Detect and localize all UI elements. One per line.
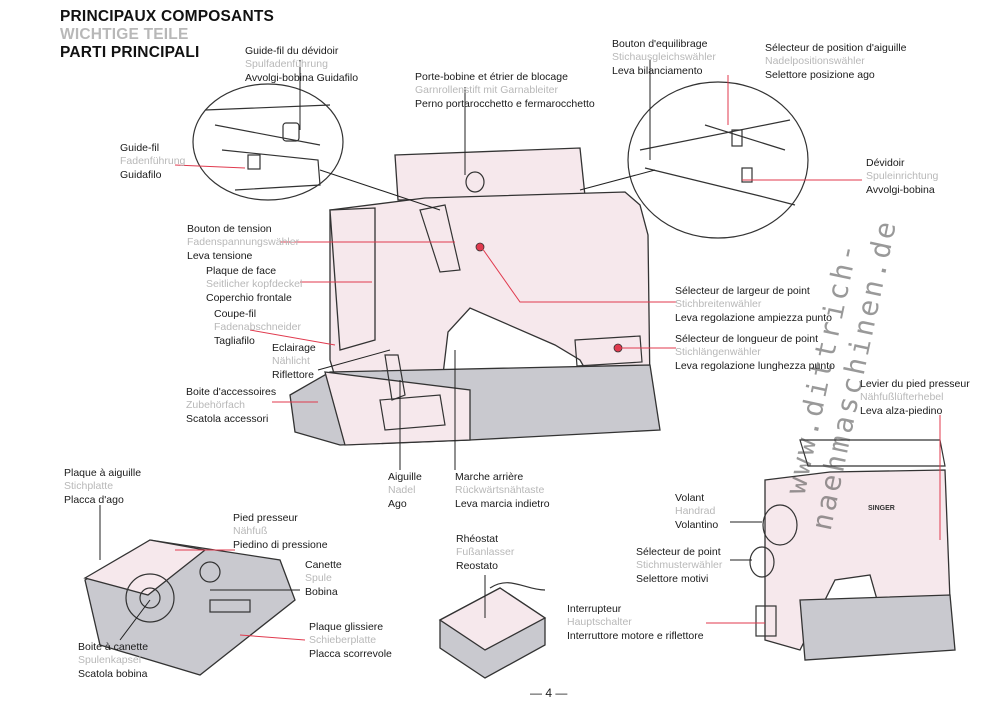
label-selecteur-point: Sélecteur de point Stichmusterwähler Sel…	[636, 546, 723, 585]
label-bouton-tension: Bouton de tension Fadenspannungswähler L…	[187, 223, 300, 262]
foot-pedal-icon	[438, 582, 547, 679]
heading-it: PARTI PRINCIPALI	[60, 44, 200, 61]
label-pied-presseur: Pied presseur Nähfuß Piedino di pression…	[233, 512, 328, 551]
label-devidoir: Dévidoir Spuleinrichtung Avvolgi-bobina	[866, 157, 939, 196]
label-eclairage: Eclairage Nählicht Riflettore	[272, 342, 316, 381]
label-plaque-aiguille: Plaque à aiguille Stichplatte Placca d'a…	[64, 467, 142, 506]
label-aiguille: Aiguille Nadel Ago	[388, 471, 422, 510]
page-number: — 4 —	[530, 686, 568, 700]
label-coupe-fil: Coupe-fil Fadenabschneider Tagliafilo	[214, 308, 301, 347]
heading-fr: PRINCIPAUX COMPOSANTS	[60, 8, 275, 25]
label-boite-canette: Boite à canette Spulenkapsel Scatola bob…	[78, 641, 149, 680]
label-levier-pied: Levier du pied presseur Nähfußlüfterhebe…	[860, 378, 970, 417]
heading-de: WICHTIGE TEILE	[60, 26, 189, 43]
bobbin-area-icon	[83, 539, 296, 676]
sewing-machine-back-icon	[749, 439, 956, 661]
label-guide-fil: Guide-fil Fadenführung Guidafilo	[120, 142, 186, 181]
bobbin-winder-detail-icon	[627, 81, 809, 239]
label-marche-arriere: Marche arrière Rückwärtsnähtaste Leva ma…	[455, 471, 550, 510]
label-volant: Volant Handrad Volantino	[675, 492, 719, 531]
label-plaque-glissiere: Plaque glissiere Schieberplatte Placca s…	[309, 621, 392, 660]
label-boite-accessoires: Boite d'accessoires Zubehörfach Scatola …	[186, 386, 277, 425]
label-porte-bobine: Porte-bobine et étrier de blocage Garnro…	[415, 71, 595, 110]
label-interrupteur: Interrupteur Hauptschalter Interruttore …	[567, 603, 704, 642]
sewing-machine-main-icon	[289, 147, 661, 446]
label-selecteur-largeur: Sélecteur de largeur de point Stichbreit…	[675, 285, 833, 324]
brand-label: SINGER	[868, 505, 895, 512]
thread-guide-detail-icon	[192, 83, 344, 201]
label-canette: Canette Spule Bobina	[305, 559, 342, 598]
label-guide-fil-devidoir: Guide-fil du dévidoir Spulfadenführung A…	[245, 45, 359, 84]
label-selecteur-position: Sélecteur de position d'aiguille Nadelpo…	[765, 42, 907, 81]
label-rheostat: Rhéostat Fußanlasser Reostato	[456, 533, 515, 572]
label-selecteur-longueur: Sélecteur de longueur de point Stichläng…	[675, 333, 835, 372]
label-plaque-face: Plaque de face Seitlicher kopfdeckel Cop…	[206, 265, 303, 304]
label-bouton-equilibrage: Bouton d'equilibrage Stichausgleichswähl…	[612, 38, 716, 77]
